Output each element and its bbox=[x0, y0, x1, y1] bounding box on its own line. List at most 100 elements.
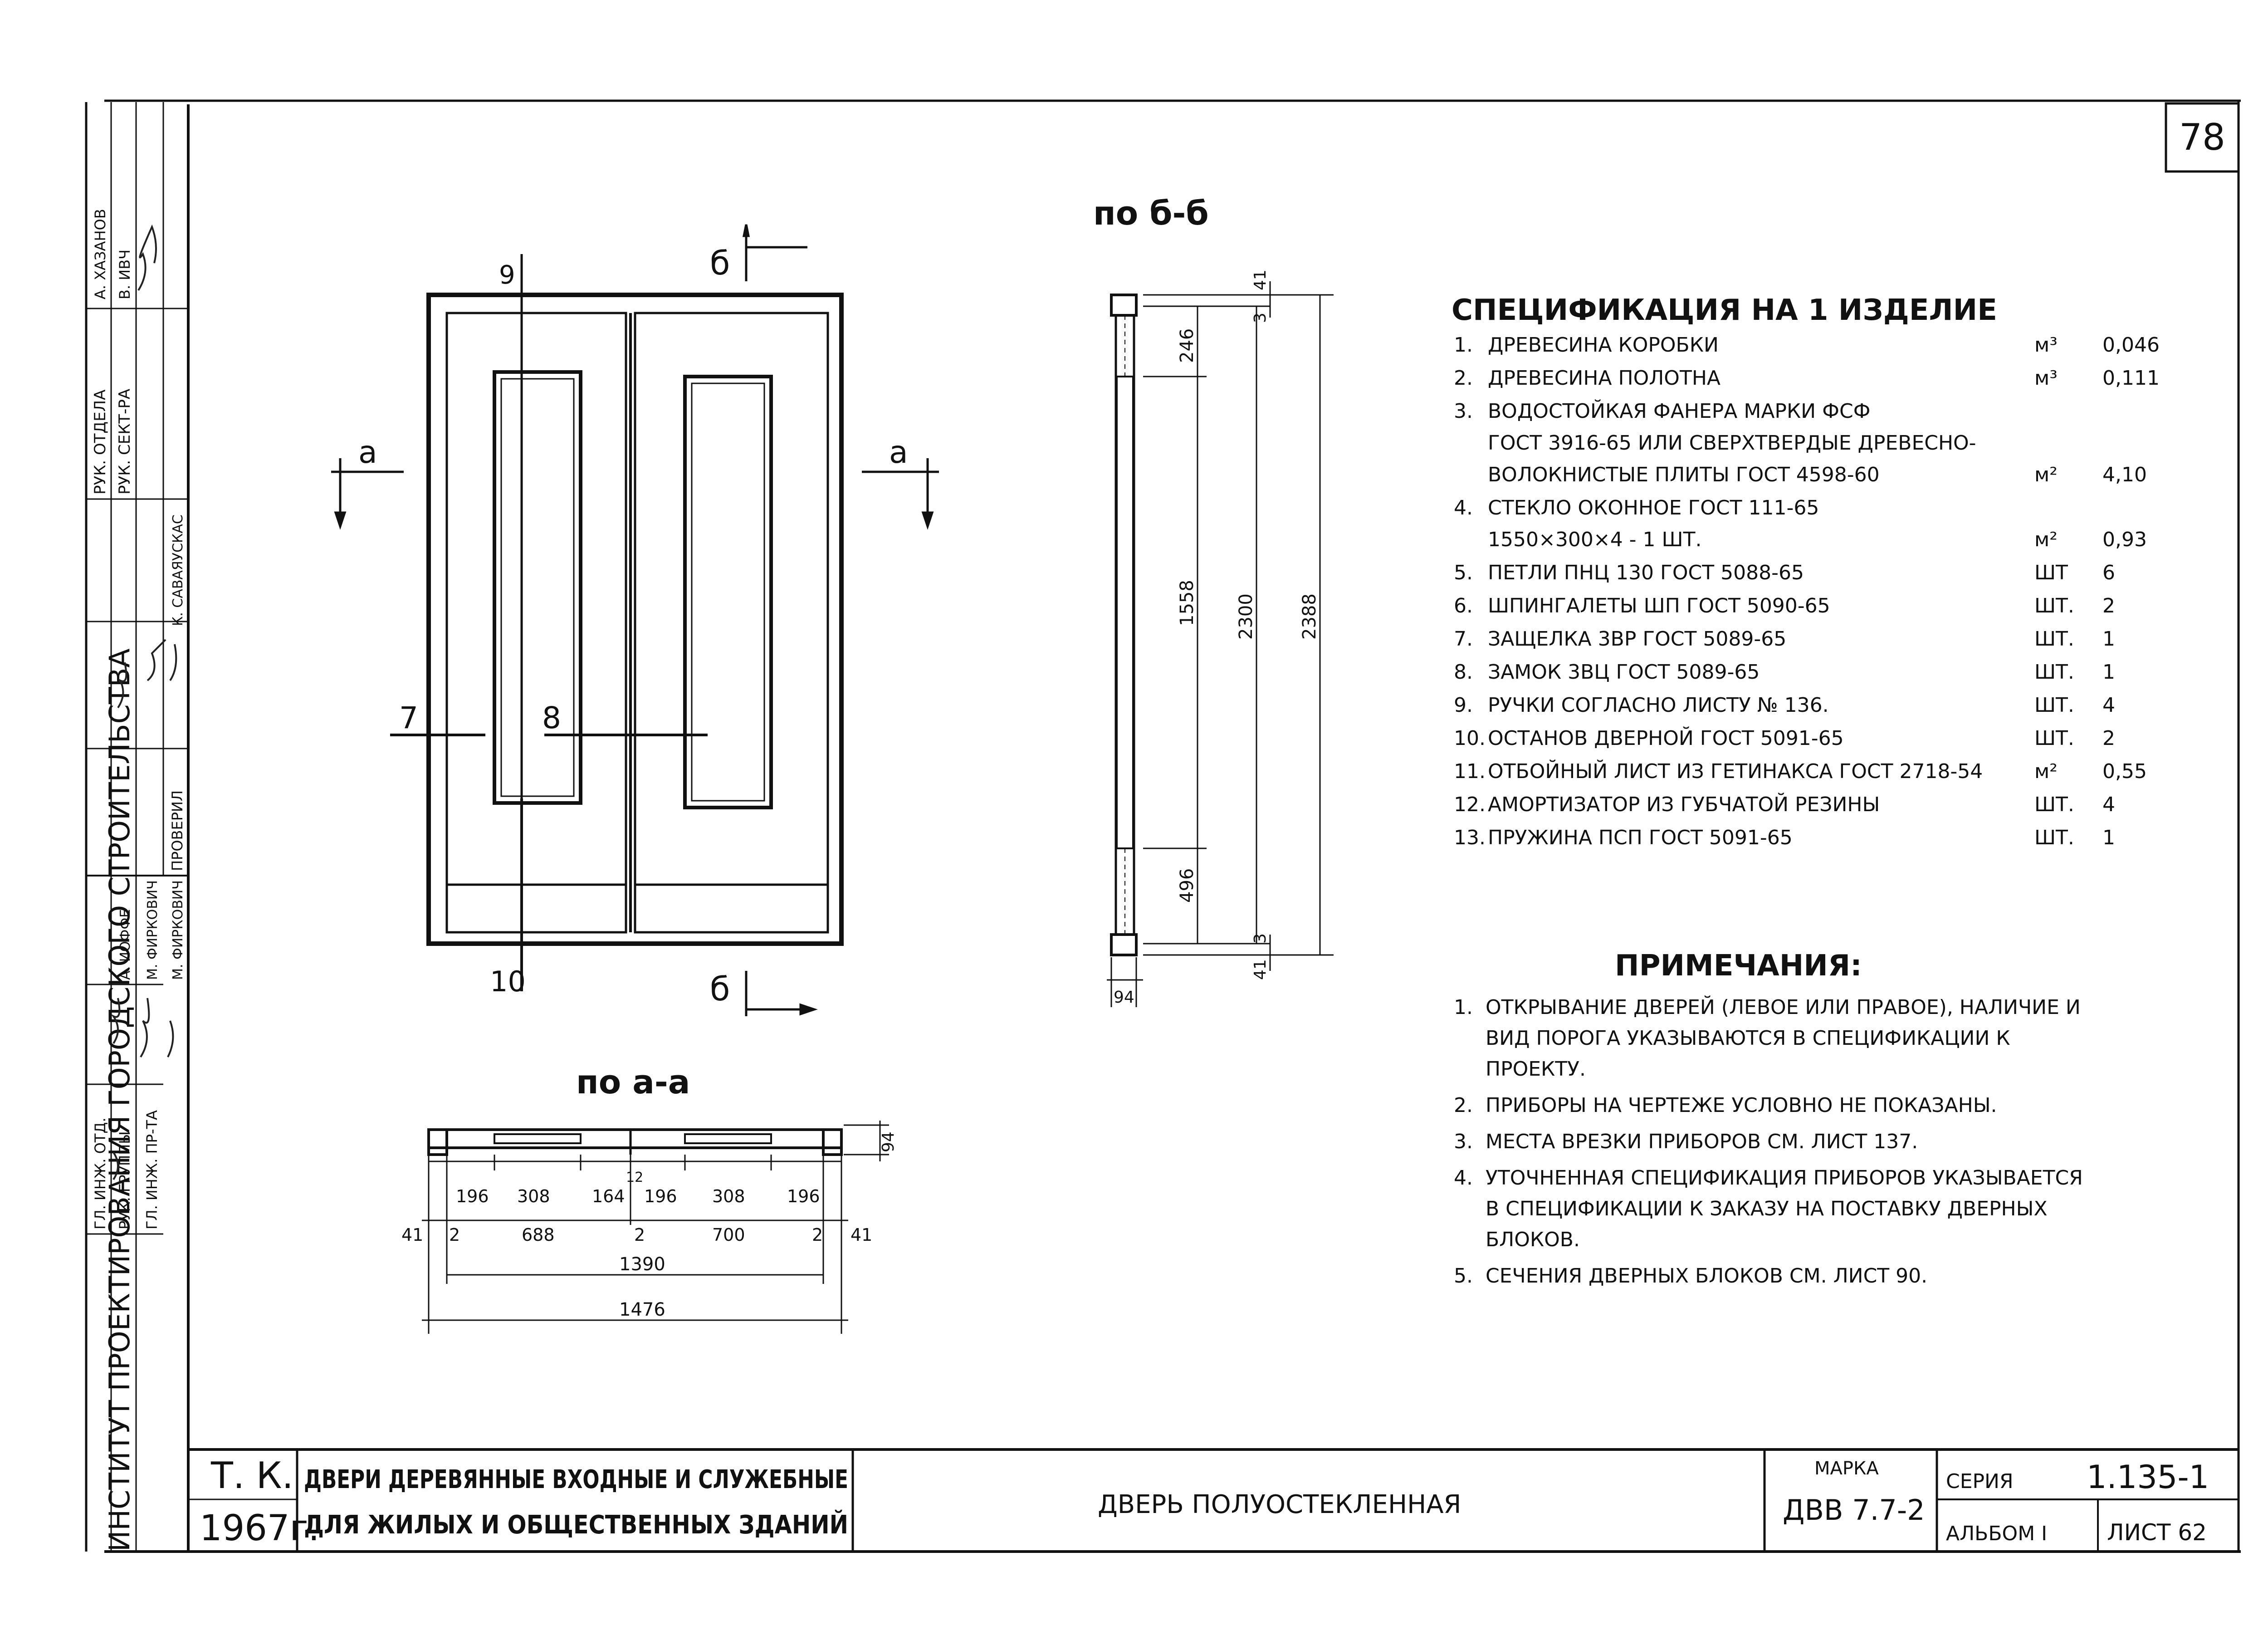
dim-a-688: 688 bbox=[522, 1225, 555, 1245]
title-block-marka-label: МАРКА bbox=[1814, 1458, 1879, 1479]
note-text: УТОЧНЕННАЯ СПЕЦИФИКАЦИЯ ПРИБОРОВ УКАЗЫВА… bbox=[1486, 1166, 2083, 1190]
door-elevation bbox=[426, 254, 844, 989]
callout-7: 7 bbox=[399, 700, 418, 735]
spec-item-unit: м³ bbox=[2034, 333, 2058, 357]
side-stamp-name-2: В. ИВЧ bbox=[116, 250, 133, 299]
spec-item-unit: ШТ. bbox=[2034, 661, 2074, 684]
spec-item-unit: ШТ. bbox=[2034, 694, 2074, 717]
side-stamp-signatures bbox=[111, 224, 177, 1180]
section-b-dimension-lines bbox=[1107, 281, 1334, 1007]
note-number: 5. bbox=[1454, 1264, 1473, 1288]
cut-a-right-label: а bbox=[889, 435, 908, 470]
dim-a-700: 700 bbox=[712, 1225, 745, 1245]
dim-a-196-2: 196 bbox=[644, 1186, 677, 1206]
spec-item-number: 3. bbox=[1454, 400, 1473, 423]
note-text: ОТКРЫВАНИЕ ДВЕРЕЙ (ЛЕВОЕ ИЛИ ПРАВОЕ), НА… bbox=[1486, 995, 2081, 1019]
dim-a-41-left: 41 bbox=[401, 1225, 423, 1245]
dim-a-94: 94 bbox=[879, 1131, 898, 1152]
spec-item-number: 8. bbox=[1454, 661, 1473, 684]
title-block-album: АЛЬБОМ I bbox=[1946, 1522, 2047, 1545]
spec-item-number: 5. bbox=[1454, 561, 1473, 584]
spec-item-unit: ШТ bbox=[2034, 561, 2068, 584]
spec-item-quantity: 4,10 bbox=[2102, 463, 2147, 486]
dim-a-196-3: 196 bbox=[787, 1186, 820, 1206]
side-stamp-role-2: РУК. СЕКТ-РА bbox=[116, 389, 134, 495]
spec-item-unit: ШТ. bbox=[2034, 627, 2074, 651]
note-text: БЛОКОВ. bbox=[1486, 1228, 1580, 1251]
spec-item-text: ВОДОСТОЙКАЯ ФАНЕРА МАРКИ ФСФ bbox=[1488, 399, 1871, 423]
spec-item-number: 11. bbox=[1454, 760, 1486, 783]
spec-item-text: ОСТАНОВ ДВЕРНОЙ ГОСТ 5091-65 bbox=[1488, 726, 1844, 750]
note-text: ВИД ПОРОГА УКАЗЫВАЮТСЯ В СПЕЦИФИКАЦИИ К bbox=[1486, 1027, 2010, 1050]
spec-item-unit: ШТ. bbox=[2034, 826, 2074, 849]
note-number: 4. bbox=[1454, 1166, 1473, 1190]
note-text: СЕЧЕНИЯ ДВЕРНЫХ БЛОКОВ СМ. ЛИСТ 90. bbox=[1486, 1264, 1927, 1288]
title-block-title-line1: ДВЕРИ ДЕРЕВЯННЫЕ ВХОДНЫЕ И СЛУЖЕБНЫЕ bbox=[304, 1465, 848, 1494]
note-number: 3. bbox=[1454, 1130, 1473, 1153]
side-stamp-name-4: А. ИОФФЕ bbox=[117, 909, 133, 980]
spec-item-quantity: 0,55 bbox=[2102, 760, 2147, 783]
side-stamp-role-5: ГЛ. ИНЖ. ПР-ТА bbox=[143, 1110, 161, 1229]
title-block-year: 1967г. bbox=[200, 1508, 319, 1549]
title-block-tk: Т. К. bbox=[210, 1454, 293, 1497]
dim-a-1476: 1476 bbox=[619, 1299, 665, 1320]
dim-a-41-right: 41 bbox=[850, 1225, 872, 1245]
note-number: 2. bbox=[1454, 1094, 1473, 1117]
spec-item-text: ШПИНГАЛЕТЫ ШП ГОСТ 5090-65 bbox=[1488, 594, 1830, 617]
dim-a-1390: 1390 bbox=[619, 1254, 665, 1275]
spec-item-number: 13. bbox=[1454, 826, 1486, 849]
spec-item-number: 4. bbox=[1454, 496, 1473, 519]
spec-item-quantity: 0,111 bbox=[2102, 367, 2160, 390]
dim-a-196-1: 196 bbox=[456, 1186, 489, 1206]
spec-item-quantity: 1 bbox=[2102, 627, 2115, 651]
spec-item-quantity: 1 bbox=[2102, 661, 2115, 684]
dim-a-2-mid: 2 bbox=[634, 1225, 645, 1245]
spec-item-text: ЗАЩЕЛКА 3ВР ГОСТ 5089-65 bbox=[1488, 627, 1786, 651]
side-stamp-role-4: РУК. ГРУППЫ bbox=[116, 1131, 133, 1229]
spec-item-number: 6. bbox=[1454, 594, 1473, 617]
spec-item-unit: м² bbox=[2034, 528, 2058, 551]
sheet-frame bbox=[104, 99, 2241, 1553]
side-stamp-role-3: ГЛ. ИНЖ. ОТД. bbox=[92, 1117, 109, 1229]
title-block-seria-value: 1.135-1 bbox=[2087, 1459, 2209, 1496]
callout-8: 8 bbox=[542, 700, 561, 735]
spec-item-text: АМОРТИЗАТОР ИЗ ГУБЧАТОЙ РЕЗИНЫ bbox=[1488, 792, 1880, 816]
note-text: ПРИБОРЫ НА ЧЕРТЕЖЕ УСЛОВНО НЕ ПОКАЗАНЫ. bbox=[1486, 1094, 1997, 1117]
spec-item-quantity: 2 bbox=[2102, 594, 2115, 617]
dim-a-2-left: 2 bbox=[449, 1225, 460, 1245]
spec-item-text: ВОЛОКНИСТЫЕ ПЛИТЫ ГОСТ 4598-60 bbox=[1488, 463, 1880, 486]
callout-10: 10 bbox=[490, 965, 526, 998]
cut-a-left-label: а bbox=[358, 435, 377, 470]
side-stamp-institute: ИНСТИТУТ ПРОЕКТИРОВАНИЯ ГОРОДСКОГО СТРОИ… bbox=[103, 648, 136, 1552]
title-block-seria-label: СЕРИЯ bbox=[1946, 1470, 2014, 1493]
spec-item-unit: м² bbox=[2034, 463, 2058, 486]
section-a-profile bbox=[427, 1128, 843, 1156]
spec-item-quantity: 6 bbox=[2102, 561, 2115, 584]
side-stamp-role-1: РУК. ОТДЕЛА bbox=[91, 390, 109, 495]
side-stamp-name-3: К. САВАЯУСКАС bbox=[170, 514, 186, 626]
cut-b-bottom-label: б bbox=[710, 970, 730, 1008]
dim-b-496: 496 bbox=[1177, 868, 1198, 903]
dim-a-164: 164 bbox=[592, 1186, 625, 1206]
dim-a-center-mark: 12 bbox=[626, 1170, 643, 1185]
spec-item-text: ГОСТ 3916-65 ИЛИ СВЕРХТВЕРДЫЕ ДРЕВЕСНО- bbox=[1488, 431, 1976, 455]
side-stamp-name-5: М. ФИРКОВИЧ bbox=[145, 880, 161, 980]
spec-item-text: СТЕКЛО ОКОННОЕ ГОСТ 111-65 bbox=[1488, 496, 1819, 519]
spec-item-unit: м² bbox=[2034, 760, 2058, 783]
note-text: В СПЕЦИФИКАЦИИ К ЗАКАЗУ НА ПОСТАВКУ ДВЕР… bbox=[1486, 1197, 2048, 1220]
note-text: МЕСТА ВРЕЗКИ ПРИБОРОВ СМ. ЛИСТ 137. bbox=[1486, 1130, 1918, 1153]
spec-item-number: 7. bbox=[1454, 627, 1473, 651]
side-stamp-role-6: ПРОВЕРИЛ bbox=[169, 790, 186, 871]
notes-list: 1.ОТКРЫВАНИЕ ДВЕРЕЙ (ЛЕВОЕ ИЛИ ПРАВОЕ), … bbox=[1454, 995, 2083, 1288]
callout-leaders bbox=[390, 734, 708, 991]
section-b-title: по б-б bbox=[1093, 194, 1209, 232]
spec-item-quantity: 1 bbox=[2102, 826, 2115, 849]
dim-a-2-right: 2 bbox=[812, 1225, 823, 1245]
spec-item-text: ПЕТЛИ ПНЦ 130 ГОСТ 5088-65 bbox=[1488, 561, 1804, 584]
title-block-sheet-name: ДВЕРЬ ПОЛУОСТЕКЛЕННАЯ bbox=[1098, 1490, 1461, 1519]
spec-item-quantity: 0,046 bbox=[2102, 333, 2160, 357]
spec-item-text: РУЧКИ СОГЛАСНО ЛИСТУ № 136. bbox=[1488, 694, 1829, 717]
notes-title: ПРИМЕЧАНИЯ: bbox=[1615, 949, 1862, 983]
